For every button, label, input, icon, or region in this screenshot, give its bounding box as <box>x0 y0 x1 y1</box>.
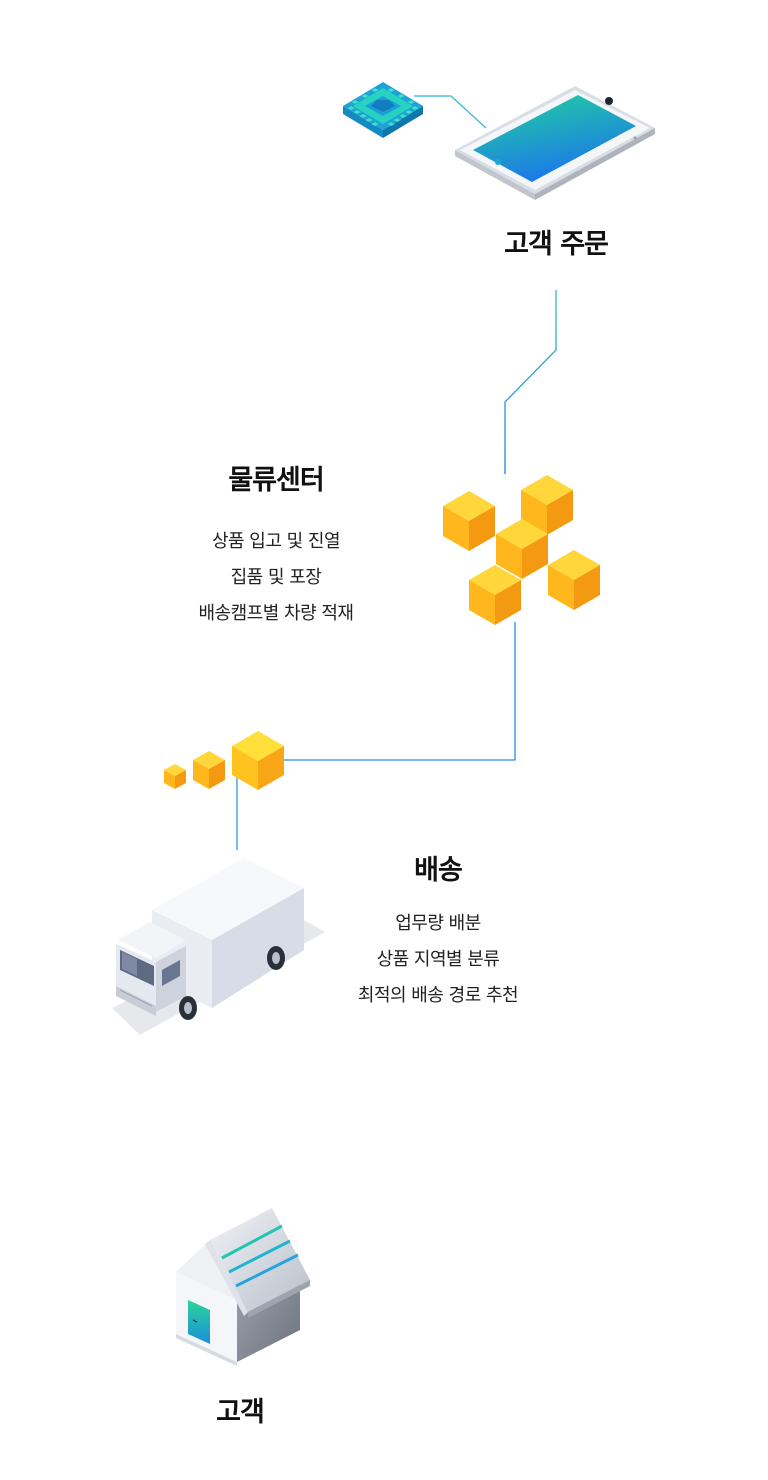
box-2 <box>443 491 495 551</box>
center-line-2: 집품 및 포장 <box>230 567 322 588</box>
box-small <box>164 764 186 789</box>
box-3 <box>496 519 548 579</box>
box-large <box>232 731 284 790</box>
customer-title: 고객 <box>216 1397 265 1428</box>
box-4 <box>548 550 600 610</box>
warehouse-boxes-icon <box>443 475 600 625</box>
delivery-line-2: 상품 지역별 분류 <box>376 949 500 970</box>
center-to-delivery-connector <box>284 622 516 761</box>
center-title: 물류센터 <box>228 465 324 496</box>
house-icon <box>176 1208 310 1366</box>
delivery-description: 업무량 배분 상품 지역별 분류 최적의 배송 경로 추천 <box>308 906 568 1014</box>
shipping-boxes-icon <box>164 731 284 790</box>
center-line-1: 상품 입고 및 진열 <box>211 531 341 552</box>
order-title: 고객 주문 <box>504 229 609 260</box>
center-line-3: 배송캠프별 차량 적재 <box>198 603 354 624</box>
cpu-chip-icon <box>343 82 423 138</box>
box-5 <box>469 565 521 625</box>
box-medium <box>193 751 225 789</box>
delivery-line-3: 최적의 배송 경로 추천 <box>357 985 519 1006</box>
order-to-center-connector <box>504 290 557 474</box>
delivery-truck-icon <box>112 858 325 1035</box>
delivery-line-1: 업무량 배분 <box>395 913 481 934</box>
chip-to-phone-connector <box>414 95 487 129</box>
smartphone-icon <box>455 86 655 200</box>
delivery-title: 배송 <box>414 855 463 886</box>
center-description: 상품 입고 및 진열 집품 및 포장 배송캠프별 차량 적재 <box>146 524 406 632</box>
